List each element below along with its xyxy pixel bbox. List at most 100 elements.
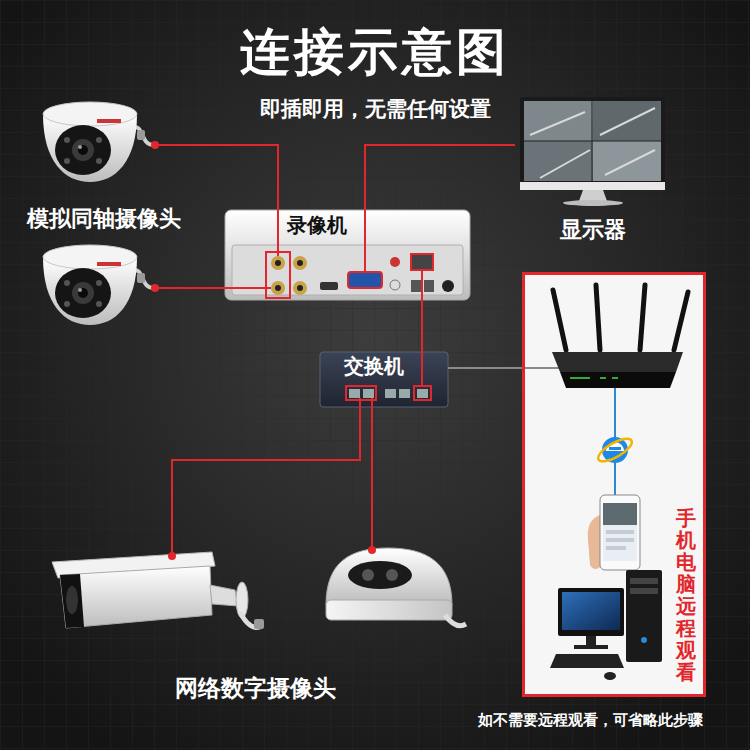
desktop-computer-part [574,645,608,649]
monitor-part [563,200,623,206]
network-cameras [52,530,466,629]
smartphone [588,495,640,570]
cable-connector [192,145,278,210]
browser-icon [595,434,635,465]
cable-connector [172,407,360,530]
network-switch-part [385,389,396,398]
cable-connector [365,145,515,210]
video-recorder-part [275,260,281,266]
network-switch-part [320,352,448,407]
video-recorder-part [297,285,303,291]
video-recorder-part [293,281,307,295]
desktop-computer-part [586,636,596,646]
network-switch-part [349,389,360,398]
footnote: 如不需要远程观看，可省略此步骤 [478,711,703,729]
video-recorder-part [421,270,423,300]
smartphone-part [606,530,634,534]
node-label: 网络数字摄像头 [175,675,336,703]
video-recorder-part [348,272,382,288]
desktop-computer-part [550,654,624,668]
monitor-part [520,97,665,190]
video-recorder-part [390,280,400,290]
network-cameras-part [60,566,212,628]
analog-cameras-part [151,284,159,292]
video-recorder-part [266,252,290,298]
node-label: 模拟同轴摄像头 [27,206,181,232]
monitor-part [524,141,592,181]
router-part [560,372,676,388]
switch-box: 交换机 [320,350,448,407]
desktop-computer-part [604,672,616,680]
video-recorder-part [390,257,400,267]
router-part [570,377,618,379]
network-switch-part [371,398,373,407]
node-label: 交换机 [344,354,404,378]
subtitle: 即插即用，无需任何设置 [260,97,491,122]
node-label: 显示器 [560,217,626,243]
smartphone-part [600,495,640,570]
network-cameras-part [445,615,466,626]
cable-connector [371,407,373,530]
desktop-computer [550,570,662,680]
router-part [553,290,566,350]
network-switch-part [346,386,376,400]
video-recorder-part [293,256,307,270]
smartphone-part [603,503,637,561]
vertical-caption: 手机电脑远程观看 [676,507,696,683]
network-cameras-part [362,569,374,581]
monitor-part [593,141,661,181]
remote-panel-part [522,367,560,369]
network-cameras-part [168,552,176,560]
desktop-computer-part [558,588,624,636]
network-camera-group: 网络数字摄像头 [45,530,465,709]
network-cameras-part [348,561,412,589]
router-part [552,352,683,372]
monitor-part [524,141,661,142]
monitor-part [524,101,661,181]
monitor-box: 显示器 [515,95,670,250]
video-recorder-part [364,210,366,272]
network-switch-part [414,386,431,400]
network-switch-part [359,398,361,407]
router-part [640,285,645,350]
network-cameras-part [386,569,398,581]
remote-view-box: 手机电脑远程观看 [522,272,706,697]
smartphone-part [603,503,637,525]
video-recorder-part [442,280,454,292]
video-recorder-part [320,282,338,290]
video-recorder-part [271,281,285,295]
video-recorder-part [424,280,434,292]
browser-icon-part [609,447,621,450]
monitor-part [520,182,665,190]
network-switch-part [363,389,374,398]
network-switch-part [421,350,423,386]
dome-camera [43,102,153,182]
video-recorder-part [411,254,433,270]
video-recorder-box: 录像机 [225,210,470,300]
smartphone-part [606,546,626,550]
analog-cameras-part [151,141,159,149]
browser-icon-part [595,434,635,465]
smartphone-part [606,538,634,542]
remote-panel-part [522,272,706,697]
desktop-computer-part [626,570,662,662]
network-cameras-part [254,619,264,629]
dome-camera [43,245,153,325]
cable-connector [192,287,225,289]
desktop-computer-part [562,592,620,630]
network-cameras-part [66,586,78,614]
desktop-computer-part [630,588,658,594]
analog-camera-group: 模拟同轴摄像头 [15,88,192,360]
video-recorder-part [225,210,470,300]
router-part [596,285,600,350]
diagram-title: 连接示意图 [240,22,510,82]
desktop-computer-part [641,637,647,643]
video-recorder-part [225,287,271,289]
video-recorder-part [297,260,303,266]
video-recorder [225,210,470,300]
video-recorder-part [411,280,421,292]
